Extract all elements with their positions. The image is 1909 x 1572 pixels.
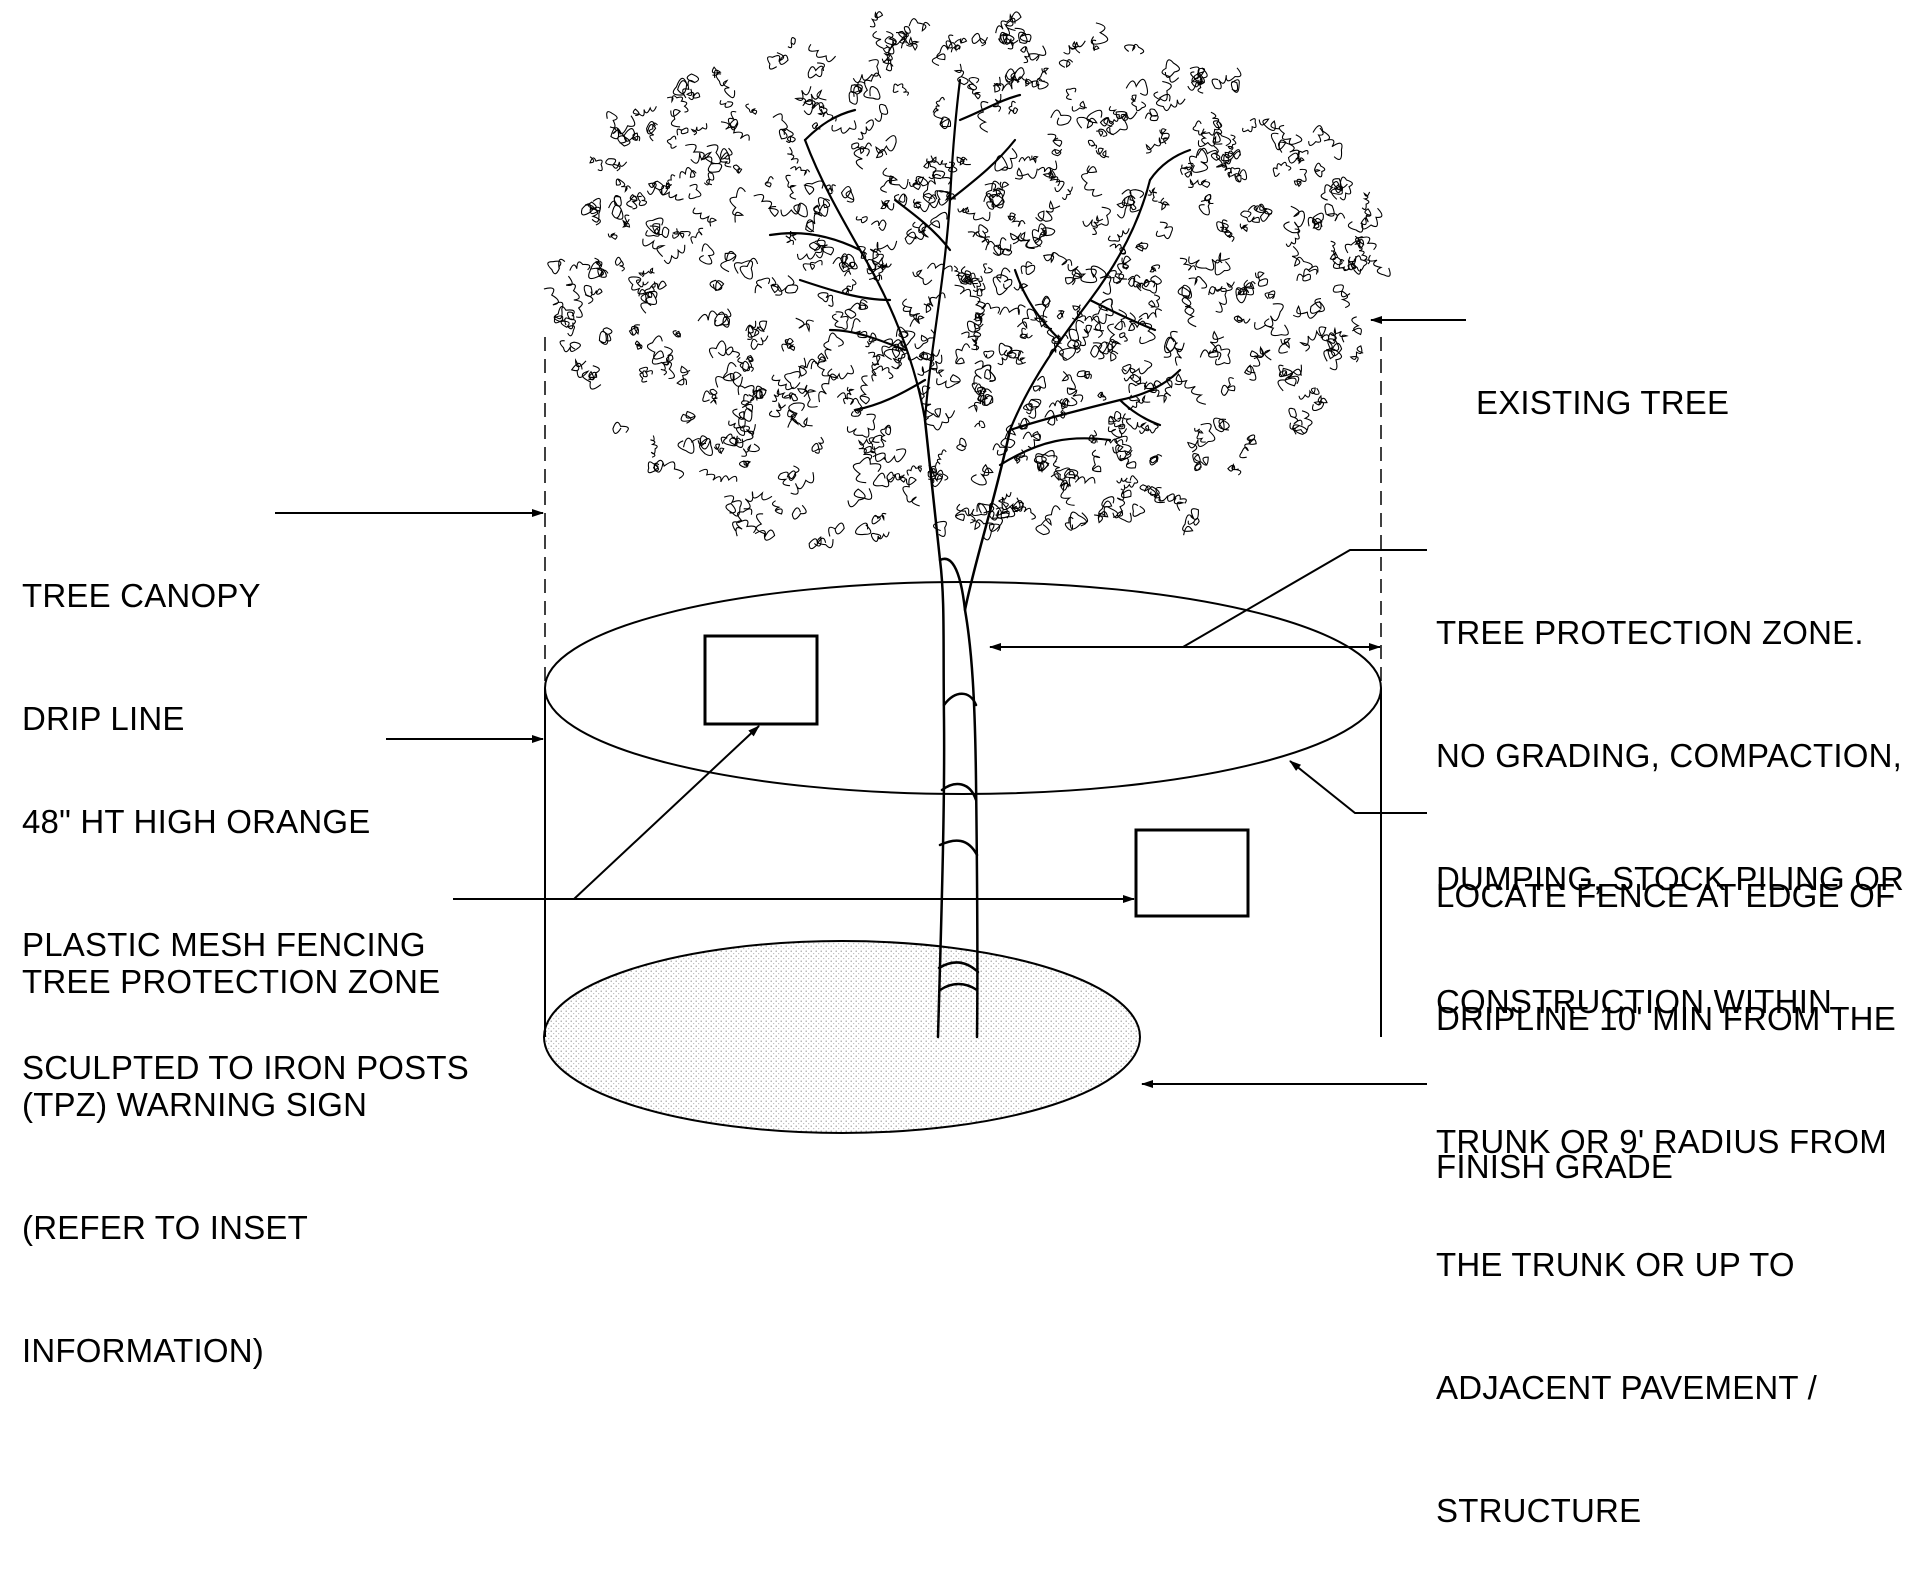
tpz-note-leader xyxy=(1182,549,1427,648)
canopy-drip-line-label-line: DRIP LINE xyxy=(22,700,185,737)
locate-fence-label-line: LOCATE FENCE AT EDGE OF xyxy=(1436,877,1896,914)
tpz-warning-sign-front xyxy=(1134,828,1250,918)
tpz-note-label-line: NO GRADING, COMPACTION, xyxy=(1436,737,1903,774)
locate-fence-label-line: THE TRUNK OR UP TO xyxy=(1436,1246,1795,1283)
tpz-note-label-line: TREE PROTECTION ZONE. xyxy=(1436,614,1864,651)
fencing-label-line: 48" HT HIGH ORANGE xyxy=(22,803,371,840)
tpz-note-label-line: CONSTRUCTION WITHIN xyxy=(1436,983,1833,1020)
locate-fence-leader xyxy=(1289,760,1427,814)
locate-fence-label-line: STRUCTURE xyxy=(1436,1492,1642,1529)
canopy-drip-line-label-line: TREE CANOPY xyxy=(22,577,261,614)
tpz-note-label-line: DUMPING, STOCK PILING OR xyxy=(1436,860,1905,897)
tpz-warning-sign-back xyxy=(703,634,819,726)
tpz-note-label: TREE PROTECTION ZONE. NO GRADING, COMPAC… xyxy=(1436,530,1904,1063)
locate-fence-label-line: DRIPLINE 10' MIN FROM THE xyxy=(1436,1000,1896,1037)
fencing-label-line: SCULPTED TO IRON POSTS xyxy=(22,1049,469,1086)
existing-tree-label: EXISTING TREE xyxy=(1476,300,1729,464)
tree-protection-diagram xyxy=(275,11,1466,1134)
warning-sign-label-line: (REFER TO INSET xyxy=(22,1209,308,1246)
existing-tree-label-line: EXISTING TREE xyxy=(1476,384,1730,421)
finish-grade-label-line: FINISH GRADE xyxy=(1436,1148,1674,1185)
finish-grade-label: FINISH GRADE xyxy=(1436,1064,1673,1228)
tree-canopy-foliage xyxy=(543,11,1391,550)
tree-branches xyxy=(768,78,1192,467)
finish-grade-area xyxy=(543,940,1141,1134)
fence-top-ellipse xyxy=(544,581,1382,795)
canopy-drip-line-label: TREE CANOPY DRIP LINE xyxy=(22,493,261,780)
warning-sign-label-line: (TPZ) WARNING SIGN xyxy=(22,1086,368,1123)
warning-sign-label: TREE PROTECTION ZONE (TPZ) WARNING SIGN … xyxy=(22,879,440,1412)
fencing-label-line: PLASTIC MESH FENCING xyxy=(22,926,426,963)
warning-sign-leader-diagonal xyxy=(573,725,760,900)
warning-sign-label-line: INFORMATION) xyxy=(22,1332,264,1369)
warning-sign-label-line: TREE PROTECTION ZONE xyxy=(22,963,441,1000)
locate-fence-label-line: ADJACENT PAVEMENT / xyxy=(1436,1369,1817,1406)
fencing-label: 48" HT HIGH ORANGE PLASTIC MESH FENCING … xyxy=(22,719,469,1129)
tree-trunk xyxy=(923,418,1012,1039)
